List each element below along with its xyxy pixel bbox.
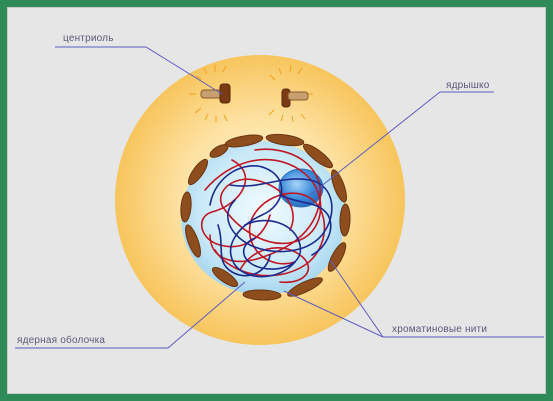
label-nucleolus: ядрышко (446, 80, 489, 91)
label-nuclear-envelope: ядерная оболочка (17, 335, 105, 346)
label-centriole: центриоль (63, 33, 114, 44)
label-chromatin: хроматиновые нити (392, 324, 487, 335)
